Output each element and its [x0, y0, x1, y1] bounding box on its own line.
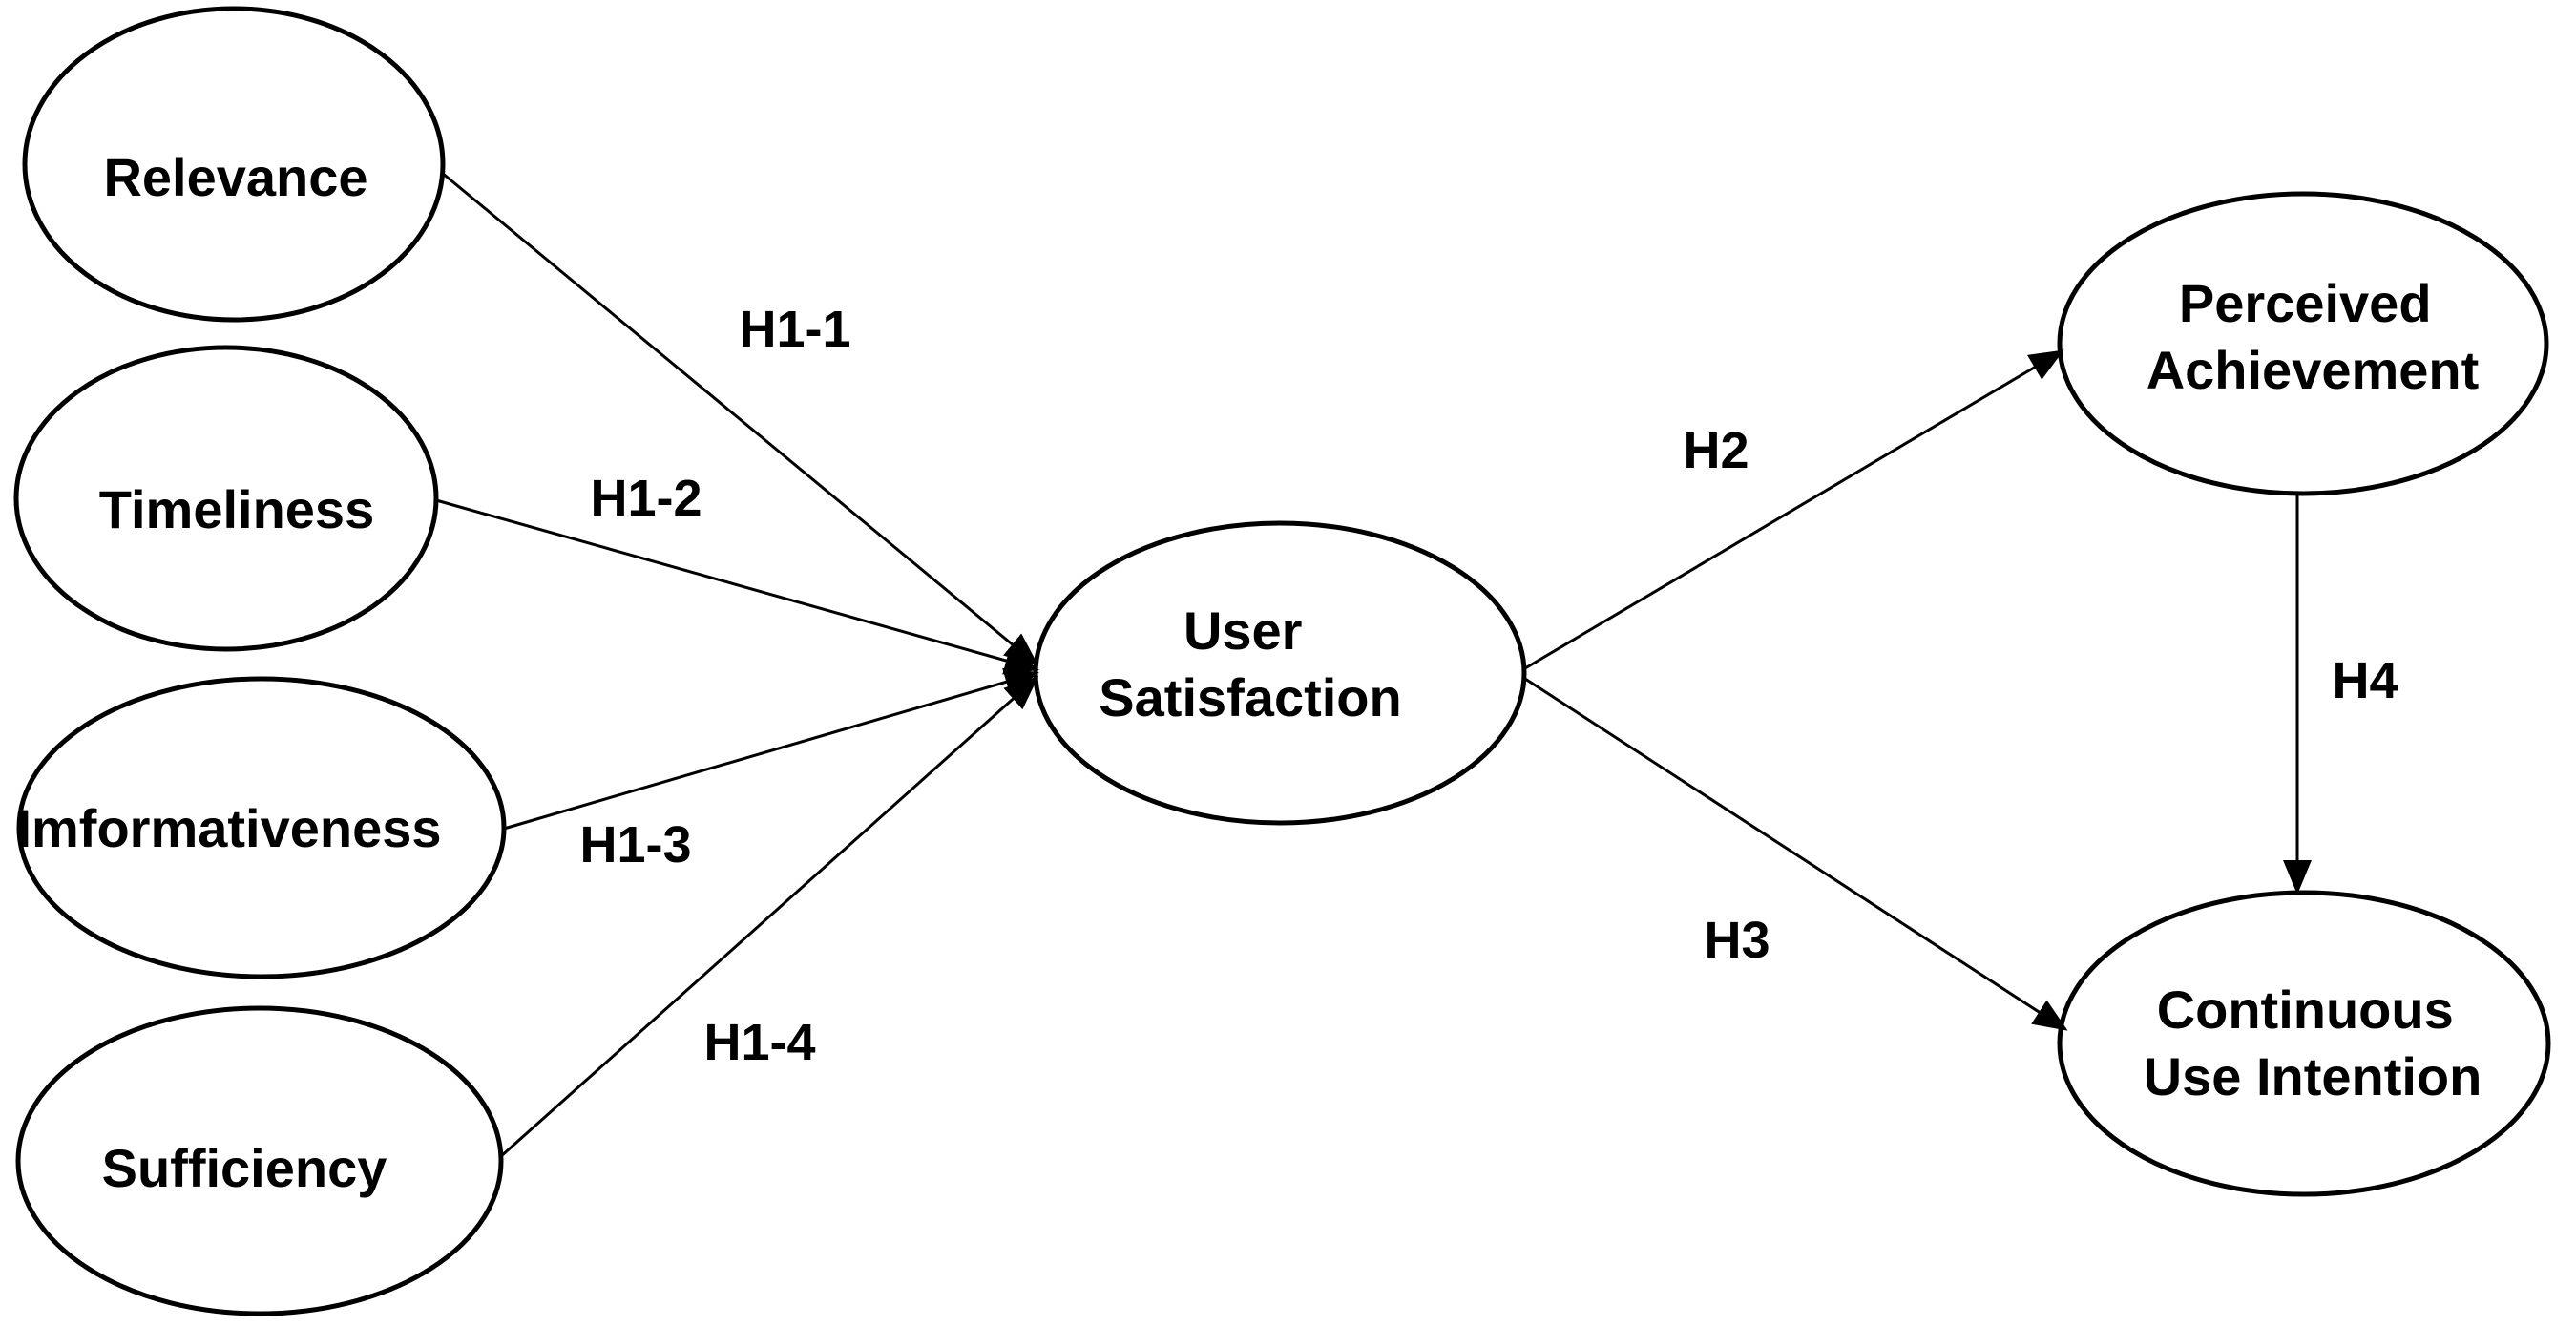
edge-h1-3-label: H1-3: [579, 816, 691, 874]
edge-h1-2-arrow: [435, 498, 1039, 675]
perceived-achievement-label: Perceived Achievement: [2147, 273, 2480, 400]
node-user-satisfaction: User Satisfaction: [1033, 520, 1527, 826]
relevance-label: Relevance: [103, 147, 367, 207]
continuous-use-intention-label: Continuous Use Intention: [2144, 979, 2482, 1106]
edge-h2-arrow: [1524, 349, 2064, 670]
edge-h1-3-arrow: [503, 667, 1039, 831]
edge-h1-4-arrow: [499, 676, 1039, 1159]
node-informativeness: Imformativeness: [16, 676, 507, 979]
edge-h2-label: H2: [1683, 422, 1749, 479]
node-continuous-use-intention: Continuous Use Intention: [2057, 890, 2551, 1197]
relevance-ellipse: [22, 6, 446, 323]
sufficiency-ellipse: [15, 1005, 504, 1316]
continuous-use-intention-ellipse: [2057, 890, 2551, 1197]
node-timeliness: Timeliness: [13, 345, 439, 652]
sufficiency-label: Sufficiency: [102, 1138, 387, 1198]
edge-h1-1-arrow: [441, 171, 1039, 666]
edge-h1-2-label: H1-2: [590, 470, 702, 527]
timeliness-ellipse: [13, 345, 439, 652]
edge-h1-4-label: H1-4: [703, 1014, 815, 1071]
nodes-layer: Relevance Timeliness Imformativeness Suf…: [13, 6, 2551, 1316]
edge-h3-arrow: [1524, 677, 2068, 1031]
edges-layer: [435, 171, 2312, 1159]
timeliness-label: Timeliness: [99, 479, 374, 539]
edge-labels-layer: H1-1 H1-2 H1-3 H1-4 H2 H3 H4: [579, 301, 2398, 1071]
edge-h3-label: H3: [1704, 912, 1770, 969]
informativeness-label: Imformativeness: [16, 798, 441, 858]
node-relevance: Relevance: [22, 6, 446, 323]
edge-h1-1-label: H1-1: [739, 301, 850, 358]
node-sufficiency: Sufficiency: [15, 1005, 504, 1316]
perceived-achievement-ellipse: [2057, 191, 2549, 496]
node-perceived-achievement: Perceived Achievement: [2057, 191, 2549, 496]
edge-h4-label: H4: [2332, 652, 2398, 709]
user-satisfaction-label: User Satisfaction: [1099, 600, 1401, 727]
